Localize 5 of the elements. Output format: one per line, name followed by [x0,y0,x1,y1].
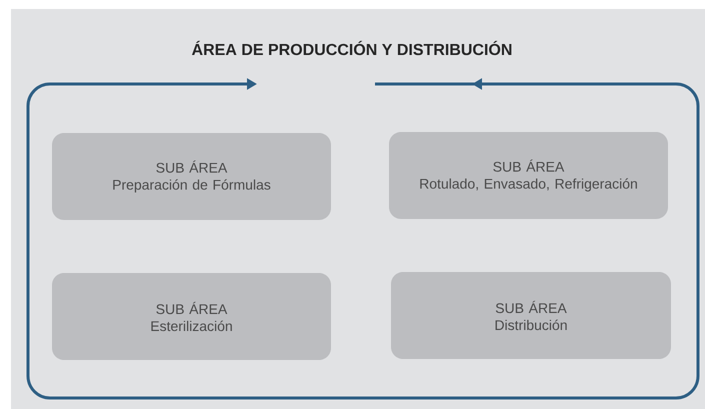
title: ÁREA DE PRODUCCIÓN Y DISTRIBUCIÓN [192,40,512,56]
process-box: SUB ÁREA Distribución [391,272,671,359]
process-box: SUB ÁREA Preparación de Fórmulas [52,133,331,220]
process-box: SUB ÁREA Esterilización [52,272,331,360]
process-box: SUB ÁREA Rotulado, Envasado, Refrigeración [389,132,668,219]
